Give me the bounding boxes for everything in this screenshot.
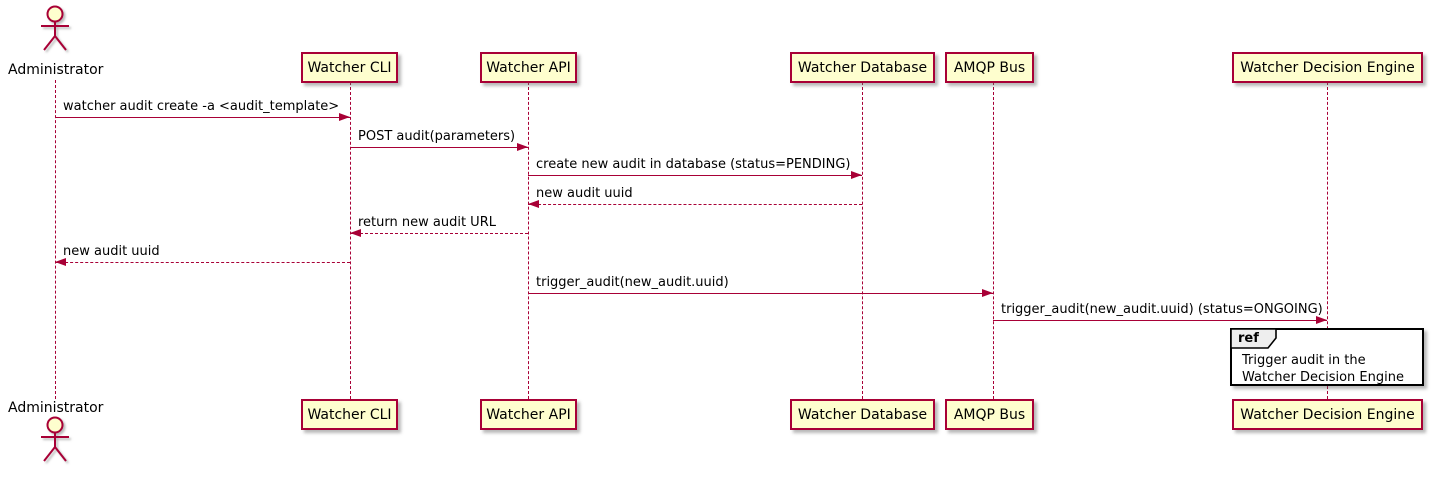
message-line-2 (350, 147, 528, 148)
arrowhead-right-icon (851, 171, 862, 179)
message-label-6: new audit uuid (63, 244, 160, 259)
arrowhead-left-icon (55, 258, 66, 266)
message-line-1 (55, 117, 350, 118)
message-line-3 (528, 175, 862, 176)
ref-header-pentagon-icon (1230, 328, 1277, 349)
actor-icon-administrator-bottom (41, 416, 69, 462)
arrowhead-right-icon (517, 143, 528, 151)
message-line-4 (528, 204, 862, 205)
participant-watcher-decision-engine-top: Watcher Decision Engine (1232, 52, 1423, 83)
participant-watcher-database-top: Watcher Database (790, 52, 935, 83)
ref-keyword: ref (1238, 331, 1259, 346)
message-label-8: trigger_audit(new_audit.uuid) (status=ON… (1001, 302, 1323, 317)
lifeline-watcher-api (528, 82, 529, 399)
message-line-7 (528, 293, 993, 294)
lifeline-watcher-database (862, 82, 863, 399)
participant-watcher-api-top: Watcher API (480, 52, 577, 83)
participant-watcher-database-bottom: Watcher Database (790, 399, 935, 430)
ref-text: Trigger audit in the Watcher Decision En… (1242, 352, 1404, 386)
lifeline-administrator (55, 80, 56, 399)
message-label-3: create new audit in database (status=PEN… (536, 157, 851, 172)
actor-label-administrator-bottom: Administrator (8, 400, 104, 416)
message-label-4: new audit uuid (536, 186, 633, 201)
message-label-1: watcher audit create -a <audit_template> (63, 99, 340, 114)
message-label-2: POST audit(parameters) (358, 129, 516, 144)
actor-icon-administrator-top (41, 5, 69, 51)
actor-label-administrator-top: Administrator (8, 62, 104, 78)
participant-watcher-cli-bottom: Watcher CLI (301, 399, 398, 430)
message-label-5: return new audit URL (358, 215, 496, 230)
message-line-6 (55, 262, 350, 263)
participant-amqp-bus-bottom: AMQP Bus (945, 399, 1034, 430)
lifeline-amqp-bus (993, 82, 994, 399)
message-line-8 (993, 320, 1327, 321)
arrowhead-left-icon (350, 229, 361, 237)
participant-amqp-bus-top: AMQP Bus (945, 52, 1034, 83)
ref-text-line2: Watcher Decision Engine (1242, 370, 1404, 385)
participant-watcher-decision-engine-bottom: Watcher Decision Engine (1232, 399, 1423, 430)
participant-watcher-cli-top: Watcher CLI (301, 52, 398, 83)
message-label-7: trigger_audit(new_audit.uuid) (536, 275, 729, 290)
lifeline-watcher-cli (350, 82, 351, 399)
lifeline-watcher-decision-engine (1327, 82, 1328, 399)
participant-watcher-api-bottom: Watcher API (480, 399, 577, 430)
arrowhead-right-icon (339, 113, 350, 121)
arrowhead-left-icon (528, 200, 539, 208)
ref-text-line1: Trigger audit in the (1242, 353, 1366, 368)
arrowhead-right-icon (1316, 316, 1327, 324)
message-line-5 (350, 233, 528, 234)
ref-fragment: ref Trigger audit in the Watcher Decisio… (1230, 328, 1424, 386)
arrowhead-right-icon (982, 289, 993, 297)
